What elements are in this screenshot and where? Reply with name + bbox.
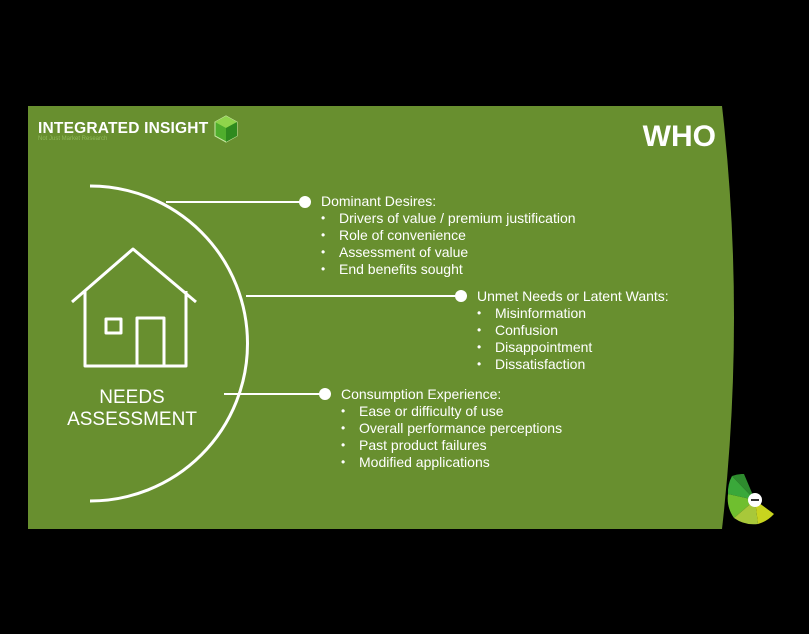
list-item: Overall performance perceptions — [341, 420, 562, 437]
center-label-line2: ASSESSMENT — [67, 409, 197, 430]
group-heading: Dominant Desires: — [321, 193, 437, 209]
minus-icon — [751, 499, 759, 501]
list-item: Ease or difficulty of use — [341, 403, 562, 420]
list-item: Disappointment — [477, 339, 669, 356]
list-item: Confusion — [477, 322, 669, 339]
center-label-line1: NEEDS — [99, 387, 165, 408]
group-heading: Unmet Needs or Latent Wants: — [477, 288, 669, 304]
house-icon — [71, 247, 197, 368]
needs-arc — [89, 184, 249, 503]
group-consumption-experience: Consumption Experience: Ease or difficul… — [341, 386, 562, 471]
list-item: Assessment of value — [321, 244, 576, 261]
connector-dot-1 — [299, 196, 311, 208]
list-item: Misinformation — [477, 305, 669, 322]
group-dominant-desires: Dominant Desires: Drivers of value / pre… — [321, 193, 576, 278]
list-item: Role of convenience — [321, 227, 576, 244]
connector-dot-3 — [319, 388, 331, 400]
cube-icon — [214, 115, 238, 143]
logo: INTEGRATED INSIGHT — [38, 115, 238, 143]
list-item: Dissatisfaction — [477, 356, 669, 373]
group-unmet-needs: Unmet Needs or Latent Wants: Misinformat… — [477, 288, 669, 373]
list-item: Modified applications — [341, 454, 562, 471]
group-heading: Consumption Experience: — [341, 386, 502, 402]
connector-dot-2 — [455, 290, 467, 302]
list-item: End benefits sought — [321, 261, 576, 278]
center-label: NEEDS ASSESSMENT — [50, 387, 214, 431]
logo-tagline: Not Just Market Research — [38, 136, 108, 142]
slide-title: WHO — [642, 120, 716, 153]
slide: INTEGRATED INSIGHT Not Just Market Resea… — [28, 106, 738, 529]
logo-text: INTEGRATED INSIGHT — [38, 120, 209, 137]
list-item: Past product failures — [341, 437, 562, 454]
navigation-wheel[interactable] — [700, 474, 780, 534]
list-item: Drivers of value / premium justification — [321, 210, 576, 227]
